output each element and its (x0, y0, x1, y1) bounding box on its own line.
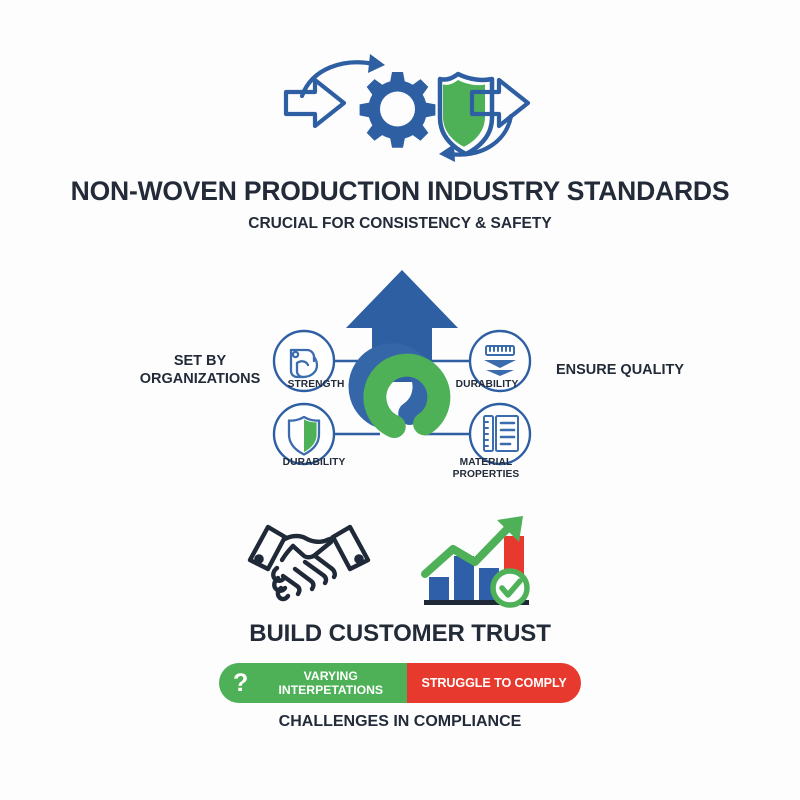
compliance-pill-bar: ? VARYING INTERPETATIONS STRUGGLE TO COM… (219, 663, 581, 703)
shield-check-icon (287, 415, 321, 456)
node-strength (272, 329, 336, 393)
node-label-durability-shield: DURABILITY (282, 457, 346, 468)
pill-segment-varying: ? VARYING INTERPETATIONS (219, 663, 408, 703)
pill-left-label: VARYING INTERPETATIONS (260, 669, 407, 698)
left-caption-line2: ORGANIZATIONS (139, 371, 261, 388)
node-label-durability-ruler: DURABILITY (455, 379, 519, 390)
pill-right-label: STRUGGLE TO COMPLY (421, 676, 567, 690)
node-label-material-line2: PROPERTIES (452, 469, 520, 481)
question-mark-icon: ? (233, 668, 249, 697)
check-mark (499, 578, 523, 598)
node-label-strength: STRENGTH (287, 379, 345, 390)
node-material-properties (468, 402, 532, 466)
page-subtitle: CRUCIAL FOR CONSISTENCY & SAFETY (248, 215, 552, 232)
chart-baseline (424, 600, 529, 605)
bottom-curved-arrow-head (439, 144, 455, 162)
node-label-material-line1: MATERIAL (459, 457, 513, 468)
bar-1 (429, 577, 449, 601)
growth-bar-chart-check-icon (421, 516, 530, 608)
right-outline-arrow-icon (469, 77, 531, 129)
check-circle (490, 568, 530, 608)
process-gear-shield-icon (282, 48, 532, 166)
trend-line (421, 521, 515, 578)
bottom-curved-arrow-icon (447, 113, 514, 157)
standards-diagram (262, 262, 542, 512)
trust-icon-row (235, 512, 555, 612)
pill-left-label-line1: VARYING (303, 668, 358, 683)
node-material-properties-circle (468, 402, 532, 466)
trust-title: BUILD CUSTOMER TRUST (249, 620, 551, 647)
node-durability-shield (272, 402, 336, 466)
node-label-material-properties: MATERIAL PROPERTIES (428, 457, 544, 482)
left-caption-line1: SET BY (173, 353, 227, 369)
handshake-icon (247, 524, 371, 602)
left-outline-arrow-icon (283, 77, 347, 129)
ruler-fabric-layers-icon (484, 345, 516, 376)
pill-left-label-line2: INTERPETATIONS (278, 683, 384, 697)
top-curved-arrow-head (368, 54, 385, 73)
gear-icon (359, 72, 436, 148)
pill-segment-struggle: STRUGGLE TO COMPLY (407, 663, 581, 703)
compliance-caption: CHALLENGES IN COMPLIANCE (278, 713, 522, 730)
spec-document-ruler-icon (483, 415, 519, 452)
bar-2 (454, 556, 474, 601)
node-durability-ruler (468, 329, 532, 393)
flexed-bicep-icon (289, 348, 319, 379)
right-caption: ENSURE QUALITY (555, 362, 685, 378)
top-curved-arrow-icon (299, 60, 377, 99)
page-title: NON-WOVEN PRODUCTION INDUSTRY STANDARDS (70, 176, 730, 206)
trend-arrow-head (497, 516, 523, 542)
left-caption: SET BY ORGANIZATIONS (120, 352, 280, 388)
interlocking-chain-links-icon (348, 343, 451, 439)
